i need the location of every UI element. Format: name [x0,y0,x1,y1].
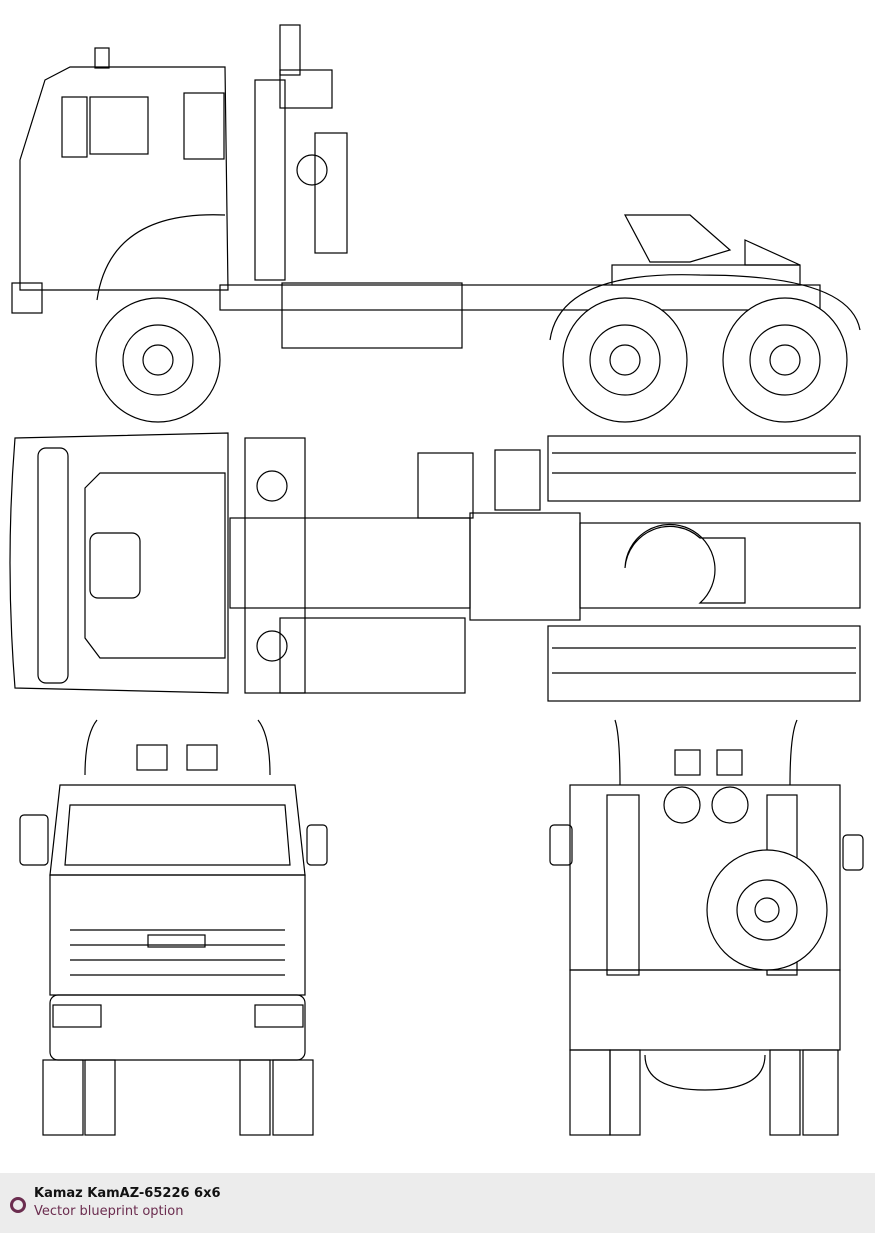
cab-roof [9,432,229,694]
top-view-drawing [9,432,861,702]
grille [70,929,285,976]
front-view-drawing [19,719,328,1136]
side-view-drawing [11,24,861,423]
caption-bar [0,1173,875,1233]
rear-view-drawing [549,719,864,1136]
chassis-top [229,437,581,694]
caption-bullet-icon [10,1197,26,1213]
cab [11,47,229,314]
rear-axles-top [547,435,861,702]
exhaust-and-intake [254,24,348,281]
chassis [219,214,861,349]
blueprint-subtitle: Vector blueprint option [34,1204,184,1219]
blueprint-title: Kamaz KamAZ-65226 6x6 [34,1186,221,1201]
wheels [95,297,848,423]
